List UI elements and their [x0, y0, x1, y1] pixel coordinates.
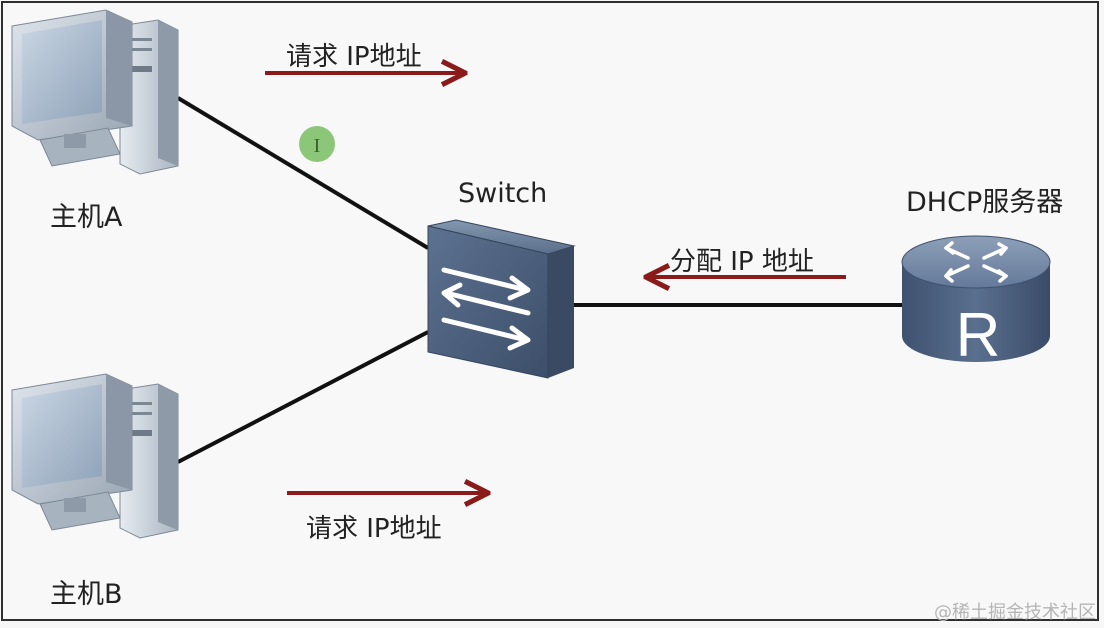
switch-label: Switch: [458, 178, 548, 209]
router-symbol-label: R: [956, 301, 1001, 370]
message-request-top: 请求 IP地址: [286, 42, 422, 72]
dhcp-server-label: DHCP服务器: [906, 187, 1064, 218]
host-a-computer-icon: [11, 9, 179, 175]
dhcp-router-icon: [901, 235, 1051, 362]
link-host-b-switch: [177, 330, 429, 464]
watermark: @稀土掘金技术社区: [934, 602, 1096, 623]
switch-icon: [427, 219, 576, 379]
host-b-computer-icon: [11, 373, 179, 539]
link-host-a-switch: [176, 96, 430, 250]
cursor-indicator-dot: [299, 126, 335, 162]
message-assign-middle: 分配 IP 地址: [670, 247, 814, 277]
host-a-label: 主机A: [50, 202, 123, 233]
message-request-bottom: 请求 IP地址: [306, 514, 442, 544]
text-cursor-icon: I: [314, 135, 321, 157]
host-b-label: 主机B: [50, 579, 123, 610]
